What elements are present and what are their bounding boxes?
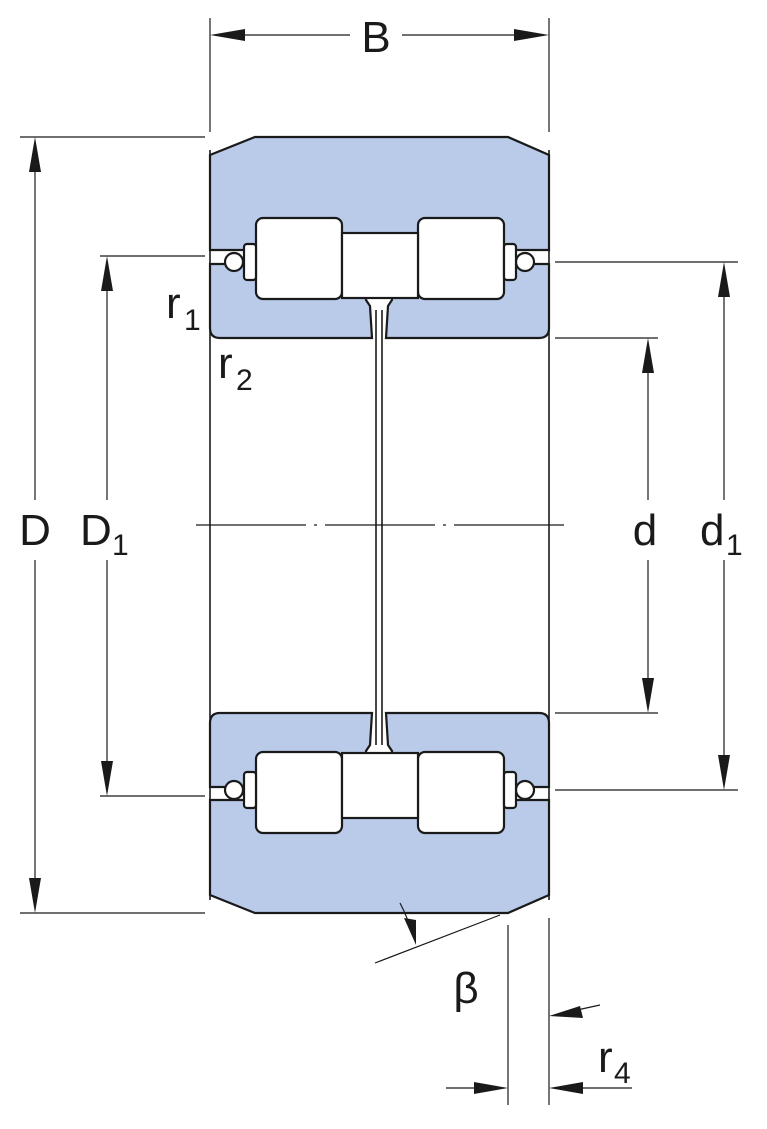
dimension-r4 [446,918,632,1105]
label-D1: D [80,506,112,555]
upper-seal-right [514,251,536,273]
label-r1-subscript: 1 [184,304,201,337]
upper-seal-left [223,251,245,273]
lower-seal-left [223,779,245,801]
upper-seal-lip-left [242,242,258,282]
label-r4: r [598,1033,613,1082]
dimension-D1 [100,255,205,797]
upper-seal-lip-right [502,242,518,282]
dimension-B [209,18,550,132]
label-B: B [361,13,390,62]
label-r4-subscript: 4 [614,1057,631,1090]
lower-cage [340,751,420,820]
upper-roller-left [254,216,344,301]
label-beta: β [453,964,478,1013]
upper-cage [340,231,420,300]
label-r2-subscript: 2 [236,364,253,397]
label-r1: r [166,279,181,328]
dimension-d [555,337,658,714]
lower-roller-right [416,750,506,835]
label-D: D [19,506,51,555]
label-r2: r [218,339,233,388]
label-d: d [633,506,657,555]
lower-seal-lip-right [502,770,518,810]
label-D1-subscript: 1 [112,529,129,562]
beta-angle-indicator [374,902,501,964]
dimension-d1 [555,261,738,791]
lower-seal-right [514,779,536,801]
label-d1: d [700,506,724,555]
lower-roller-left [254,750,344,835]
upper-roller-right [416,216,506,301]
dimension-D [20,136,205,914]
lower-seal-lip-left [242,770,258,810]
label-d1-subscript: 1 [726,529,743,562]
